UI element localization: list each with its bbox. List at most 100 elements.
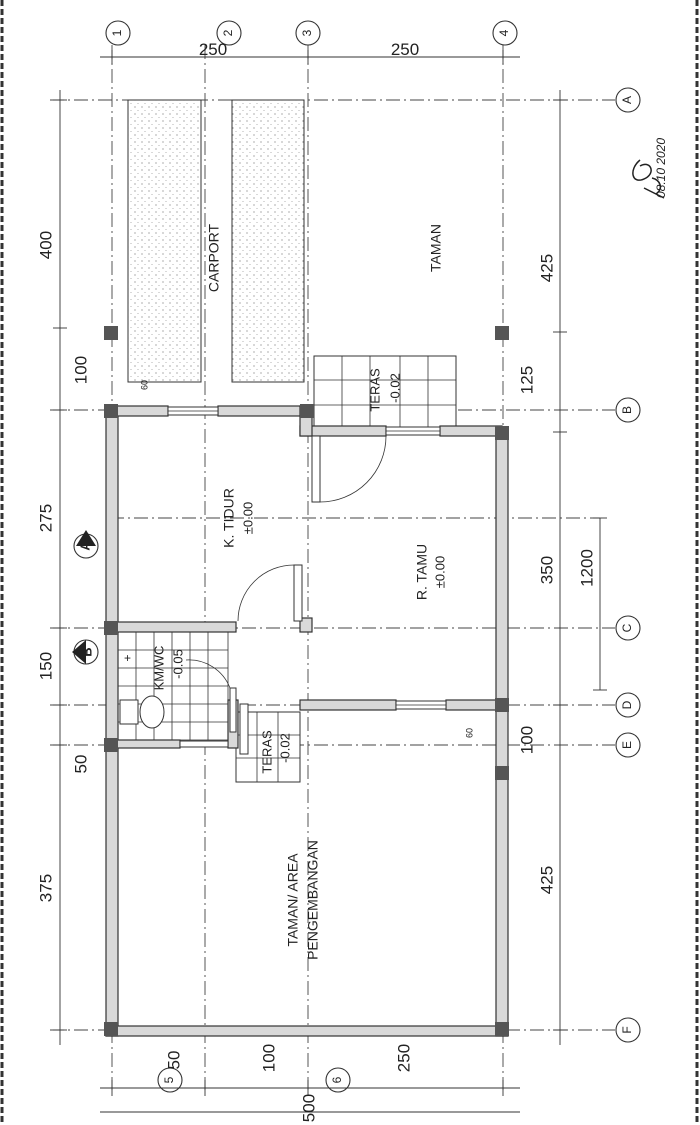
grid-bubble-B: [615, 397, 641, 423]
grid-bubble-C: [615, 615, 641, 641]
room-teras-2-name: TERAS: [259, 730, 274, 774]
room-kmwc-name: KM/WC: [151, 646, 166, 691]
grid-bubble-1: [105, 20, 131, 46]
grid-bubble-E: [615, 732, 641, 758]
dim-150: 150: [36, 652, 55, 680]
wall-teras-1-right: [439, 425, 503, 437]
door-bedroom-swing: [237, 564, 295, 622]
kmwc-tiles: +: [117, 631, 229, 741]
dim-125: 125: [517, 366, 536, 394]
grid-bubble-4: [492, 20, 518, 46]
dim-275: 275: [36, 504, 55, 532]
grid-bubble-A: [615, 87, 641, 113]
grid-bubble-D-label: D: [620, 700, 634, 709]
toilet-tank: [119, 699, 139, 725]
walls: [104, 326, 509, 1037]
room-r-tamu-level: ±0.00: [432, 556, 447, 588]
section-mark-b-label: B: [79, 647, 94, 656]
dim-bottom-500: 500: [299, 1094, 318, 1122]
wall-left: [105, 405, 119, 1037]
grid-bubble-2: [216, 20, 242, 46]
room-teras-1-level: -0.02: [387, 373, 402, 403]
carport-pad-right: [231, 99, 305, 383]
section-arrow-a: [76, 530, 96, 546]
column: [495, 766, 509, 780]
doors: [185, 435, 387, 755]
dim-bottom-50: 50: [164, 1051, 183, 1070]
grid-bubble-4-label: 4: [497, 29, 511, 36]
column: [104, 621, 118, 635]
room-k-tidur-level: ±0.00: [240, 502, 255, 534]
column: [104, 404, 118, 418]
teras-1-tiles: [313, 355, 457, 431]
room-teras-2-level: -0.02: [277, 733, 292, 763]
dim-top-left: 250: [199, 40, 227, 59]
dim-100-left: 100: [71, 356, 90, 384]
room-labels: CARPORT TAMAN TERAS -0.02 K. TIDUR ±0.00…: [151, 223, 447, 959]
door-main-leaf: [311, 435, 321, 503]
grid-bubble-3: [295, 20, 321, 46]
room-k-tidur-name: K. TIDUR: [221, 488, 237, 548]
column: [495, 426, 509, 440]
dim-bottom-250: 250: [394, 1044, 413, 1072]
dim-50: 50: [71, 755, 90, 774]
dim-400: 400: [36, 231, 55, 259]
dim-60-carport: 60: [139, 380, 149, 390]
door-bath-leaf: [229, 687, 237, 733]
carport-pad-left: [127, 99, 202, 383]
column: [300, 404, 314, 418]
column: [104, 1022, 118, 1036]
grid-bubble-A-label: A: [620, 96, 634, 104]
dim-100-right: 100: [517, 726, 536, 754]
section-mark-a-label: A: [77, 541, 92, 551]
column: [495, 1022, 509, 1036]
teras-2-tiles: [235, 711, 301, 783]
grid-bubble-E-label: E: [620, 741, 634, 749]
signature: 08.10 2020: [632, 138, 668, 199]
signature-mark: [632, 159, 665, 199]
column: [104, 738, 118, 752]
dim-60-window: 60: [464, 728, 474, 738]
column: [104, 326, 118, 340]
column: [495, 698, 509, 712]
column: [495, 326, 509, 340]
grid-bubble-3-label: 3: [300, 29, 314, 36]
room-kmwc-level: -0.05: [170, 649, 185, 679]
dim-350: 350: [537, 556, 556, 584]
carport-pads: [127, 99, 305, 383]
dim-425-top: 425: [537, 254, 556, 282]
wall-b-segment-2: [217, 405, 311, 417]
floor-drain-mark: +: [124, 651, 131, 665]
room-r-tamu-name: R. TAMU: [414, 544, 430, 600]
dim-1200: 1200: [577, 549, 596, 587]
wall-c: [105, 621, 237, 633]
grid-bubble-C-label: C: [620, 623, 634, 632]
door-bath-swing: [185, 659, 231, 689]
toilet-bowl: [139, 695, 165, 729]
grid-bubble-F: [615, 1017, 641, 1043]
wall-f: [105, 1025, 509, 1037]
grid-bubbles: 1 2 3 4 A B C D E F 5 6: [105, 20, 641, 1093]
signature-date: 08.10 2020: [654, 138, 668, 198]
window-bath: [179, 740, 229, 748]
grid-bubble-5-label: 5: [162, 1076, 176, 1083]
grid-bubble-6: [325, 1067, 351, 1093]
door-bedroom-leaf: [293, 564, 303, 622]
dimension-lines: [53, 50, 607, 1113]
door-back-leaf: [239, 703, 249, 755]
grid-bubble-B-label: B: [620, 406, 634, 414]
room-carport: CARPORT: [206, 223, 222, 292]
dim-top-right: 250: [391, 40, 419, 59]
dimension-labels: 250 250 400 100 275 150 50 375 425 125 3…: [36, 40, 596, 1122]
wall-d-segment-1: [299, 699, 397, 711]
section-arrow-b: [72, 640, 86, 664]
dim-bottom-100: 100: [259, 1044, 278, 1072]
door-main-swing: [319, 435, 387, 503]
windows: [167, 406, 447, 748]
dim-425-bottom: 425: [537, 866, 556, 894]
grid-bubble-6-label: 6: [330, 1076, 344, 1083]
section-marks: A B: [72, 530, 99, 665]
grid-bubble-2-label: 2: [221, 29, 235, 36]
dim-375: 375: [36, 874, 55, 902]
